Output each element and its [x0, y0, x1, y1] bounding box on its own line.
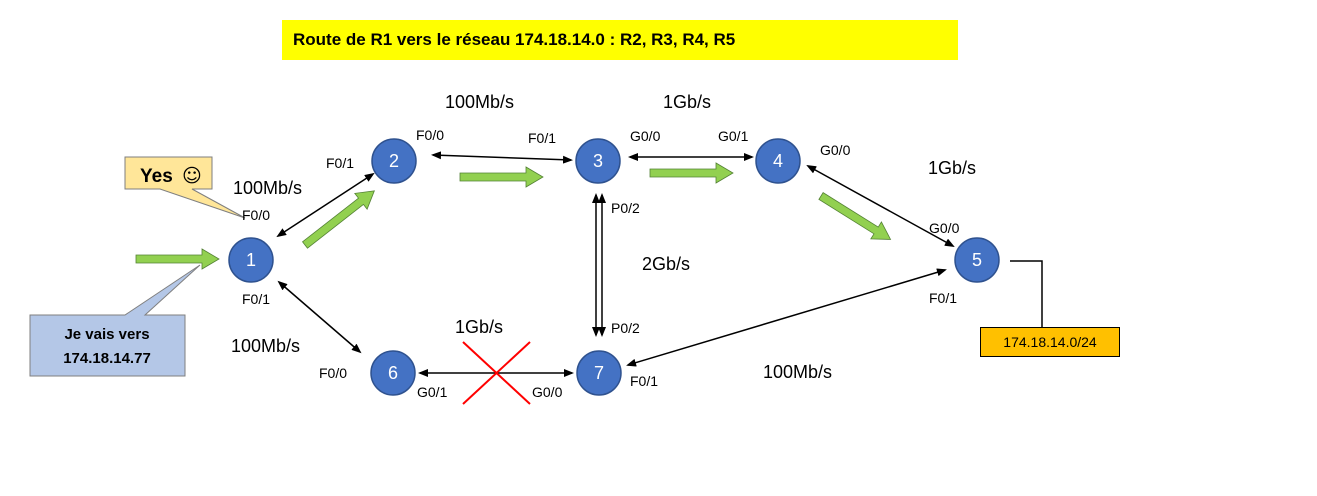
smiley-icon: ☺: [182, 165, 202, 187]
iface-r6-f00: F0/0: [319, 365, 347, 381]
route-title: Route de R1 vers le réseau 174.18.14.0 :…: [282, 20, 958, 60]
router-node-7[interactable]: 7: [576, 350, 622, 396]
iface-r2-f01: F0/1: [326, 155, 354, 171]
router-node-3[interactable]: 3: [575, 138, 621, 184]
nodes: 1 2 3 4 5 6 7: [228, 138, 1000, 396]
router-7-label: 7: [594, 363, 604, 383]
route-arrow-2-3: [459, 166, 544, 188]
speed-link-3-7: 2Gb/s: [642, 254, 690, 274]
destination-callout-line2: 174.18.14.77: [63, 350, 151, 367]
link-2-3: [431, 151, 573, 164]
iface-r7-g00: G0/0: [532, 384, 563, 400]
broken-link-cross-icon: [462, 341, 531, 405]
link-1-6: [277, 280, 362, 354]
router-4-label: 4: [773, 151, 783, 171]
svg-text:Yes ☺: Yes ☺: [140, 165, 202, 187]
router-node-2[interactable]: 2: [371, 138, 417, 184]
iface-r2-f00: F0/0: [416, 127, 444, 143]
iface-r7-f01: F0/1: [630, 373, 658, 389]
iface-r3-f01: F0/1: [528, 130, 556, 146]
router-5-label: 5: [972, 250, 982, 270]
router-3-label: 3: [593, 151, 603, 171]
yes-callout: Yes ☺: [124, 156, 246, 219]
destination-network-box: 174.18.14.0/24: [980, 327, 1120, 357]
speed-labels: 100Mb/s 100Mb/s 1Gb/s 1Gb/s 2Gb/s 100Mb/…: [231, 92, 976, 382]
iface-r3-g00: G0/0: [630, 128, 661, 144]
speed-link-6-7: 1Gb/s: [455, 317, 503, 337]
speed-link-2-3: 100Mb/s: [445, 92, 514, 112]
interface-labels: F0/0 F0/1 F0/0 F0/1 G0/0 G0/1 G0/0 G0/0 …: [242, 127, 960, 400]
link-4-5: [806, 165, 955, 247]
route-arrow-3-4: [649, 162, 734, 184]
iface-r4-g01: G0/1: [718, 128, 749, 144]
route-arrow-incoming: [135, 248, 220, 270]
speed-link-1-2: 100Mb/s: [233, 178, 302, 198]
link-1-2: [276, 172, 375, 238]
iface-r6-g01: G0/1: [417, 384, 448, 400]
link-7-5: [626, 268, 947, 367]
iface-r7-p02: P0/2: [611, 320, 640, 336]
router-node-6[interactable]: 6: [370, 350, 416, 396]
router-6-label: 6: [388, 363, 398, 383]
yes-callout-text: Yes: [140, 166, 173, 187]
router-1-label: 1: [246, 250, 256, 270]
speed-link-7-5: 100Mb/s: [763, 362, 832, 382]
iface-r4-g00: G0/0: [820, 142, 851, 158]
router-2-label: 2: [389, 151, 399, 171]
iface-r1-f00: F0/0: [242, 207, 270, 223]
iface-r5-f01: F0/1: [929, 290, 957, 306]
router-node-4[interactable]: 4: [755, 138, 801, 184]
speed-link-1-6: 100Mb/s: [231, 336, 300, 356]
router-node-1[interactable]: 1: [228, 237, 274, 283]
iface-r5-g00: G0/0: [929, 220, 960, 236]
destination-network-label: 174.18.14.0/24: [1003, 334, 1097, 350]
route-arrow-4-5: [818, 192, 892, 240]
speed-link-3-4: 1Gb/s: [663, 92, 711, 112]
destination-callout: Je vais vers 174.18.14.77: [29, 264, 201, 377]
route-title-text: Route de R1 vers le réseau 174.18.14.0 :…: [293, 30, 736, 49]
speed-link-4-5: 1Gb/s: [928, 158, 976, 178]
destination-callout-line1: Je vais vers: [64, 326, 149, 343]
iface-r3-p02: P0/2: [611, 200, 640, 216]
links: [276, 151, 955, 377]
route-arrow-1-2: [301, 190, 375, 249]
network-connector: [1010, 260, 1043, 328]
route-arrows: [135, 162, 892, 270]
iface-r1-f01: F0/1: [242, 291, 270, 307]
router-node-5[interactable]: 5: [954, 237, 1000, 283]
